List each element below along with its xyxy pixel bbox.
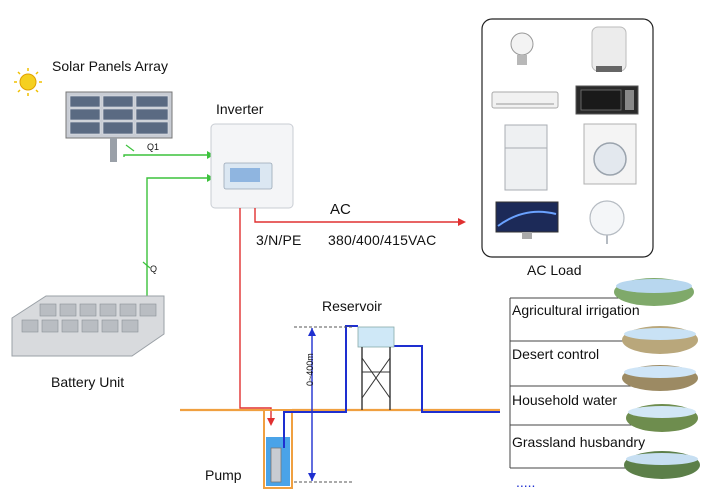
solar-panel-icon <box>65 91 173 162</box>
use-household-water: Household water <box>512 392 618 408</box>
inverter-label: Inverter <box>216 101 264 117</box>
water-pipe <box>283 325 500 448</box>
ac-wiring <box>239 208 458 420</box>
pump-label: Pump <box>205 467 242 483</box>
use-agricultural-irrigation: Agricultural irrigation <box>512 302 640 318</box>
well-icon <box>263 409 293 489</box>
more-uses-ellipsis: ..... <box>516 474 536 490</box>
crop-photo-icon <box>624 451 700 479</box>
air-conditioner-icon <box>491 91 559 109</box>
sun-icon <box>14 68 42 96</box>
depth-label: 0~400m <box>305 353 315 386</box>
household-photo-icon <box>622 365 698 391</box>
use-grassland-husbandry: Grassland husbandry <box>512 434 646 450</box>
switch-q1-icon <box>125 144 135 152</box>
washing-machine-icon <box>583 123 637 185</box>
fan-icon <box>589 200 625 244</box>
ac-arrow-icon <box>267 418 275 426</box>
phase-label: 3/N/PE <box>256 232 302 248</box>
light-bulb-icon <box>510 32 534 65</box>
inverter-icon <box>210 123 294 209</box>
refrigerator-icon <box>504 124 548 191</box>
depth-scale <box>294 326 354 483</box>
ac-load-label: AC Load <box>527 262 582 278</box>
reservoir-tower-icon <box>357 326 395 410</box>
dc-wiring <box>123 154 207 300</box>
ac-arrow-icon <box>458 218 466 226</box>
distribution-bracket <box>509 297 632 469</box>
switch-q1-label: Q1 <box>147 142 160 152</box>
microwave-icon <box>575 85 639 115</box>
ac-label: AC <box>330 201 351 218</box>
voltage-label: 380/400/415VAC <box>328 232 437 248</box>
irrigation-photo-icon <box>614 278 694 306</box>
reservoir-label: Reservoir <box>322 298 382 314</box>
desert-photo-icon <box>622 326 698 354</box>
switch-q-icon <box>142 261 151 269</box>
battery-label: Battery Unit <box>51 374 125 390</box>
grassland-photo-icon <box>626 404 698 432</box>
water-heater-icon <box>591 26 627 72</box>
ac-load-box <box>481 18 654 258</box>
monitor-icon <box>495 201 559 239</box>
solar-panels-label: Solar Panels Array <box>52 58 168 74</box>
battery-bank-icon <box>11 295 165 357</box>
use-desert-control: Desert control <box>512 346 600 362</box>
switch-q-label: Q <box>150 264 158 274</box>
